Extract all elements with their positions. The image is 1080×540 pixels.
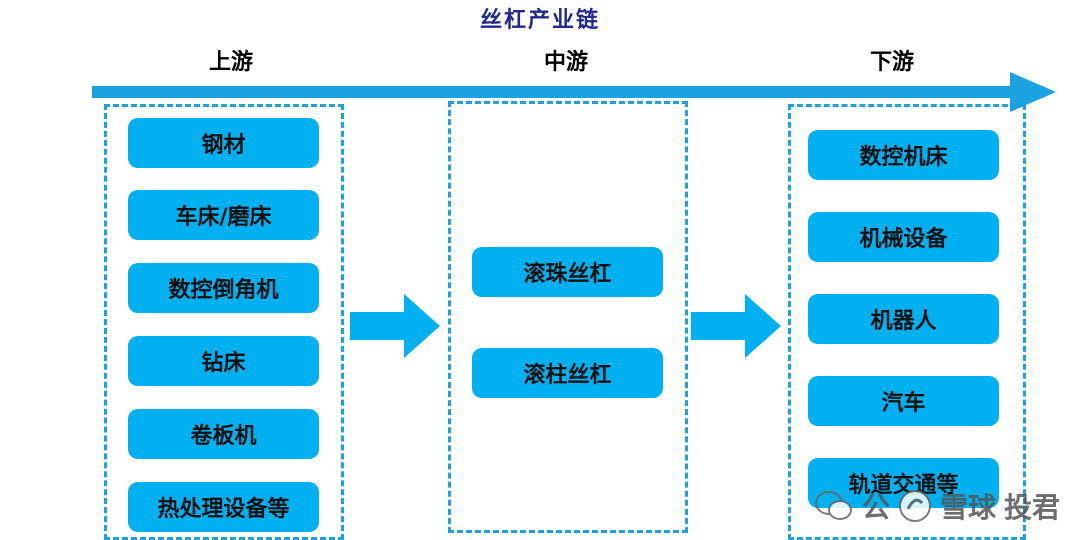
long-arrow-right-icon [92, 72, 1056, 112]
watermark-text-left: 公 [861, 491, 890, 524]
stage-downstream-label: 下游 [869, 50, 914, 75]
snowball-logo-icon [898, 490, 931, 522]
downstream-item: 汽车 [808, 376, 999, 426]
arrow-right-icon [691, 294, 781, 358]
upstream-item: 钢材 [128, 118, 319, 168]
downstream-item: 机械设备 [808, 212, 999, 262]
upstream-item: 卷板机 [128, 409, 319, 459]
wechat-icon [814, 491, 852, 520]
downstream-item: 数控机床 [808, 130, 999, 180]
stage-midstream-label: 中游 [543, 50, 588, 75]
midstream-group [448, 101, 688, 533]
midstream-item: 滚珠丝杠 [472, 247, 663, 297]
stage-upstream-label: 上游 [208, 50, 253, 75]
upstream-group [104, 104, 344, 540]
upstream-item: 钻床 [128, 336, 319, 386]
upstream-item: 热处理设备等 [128, 482, 319, 532]
upstream-item: 车床/磨床 [128, 190, 319, 240]
watermark: 公 雪球 投君 [814, 486, 1060, 526]
midstream-item: 滚柱丝杠 [472, 348, 663, 398]
watermark-text-right: 投君 [1003, 491, 1060, 524]
diagram-title: 丝杠产业链 [479, 7, 600, 33]
downstream-item: 机器人 [808, 294, 999, 344]
upstream-item: 数控倒角机 [128, 263, 319, 313]
arrow-right-icon [350, 294, 440, 358]
watermark-text-main: 雪球 [939, 491, 996, 524]
